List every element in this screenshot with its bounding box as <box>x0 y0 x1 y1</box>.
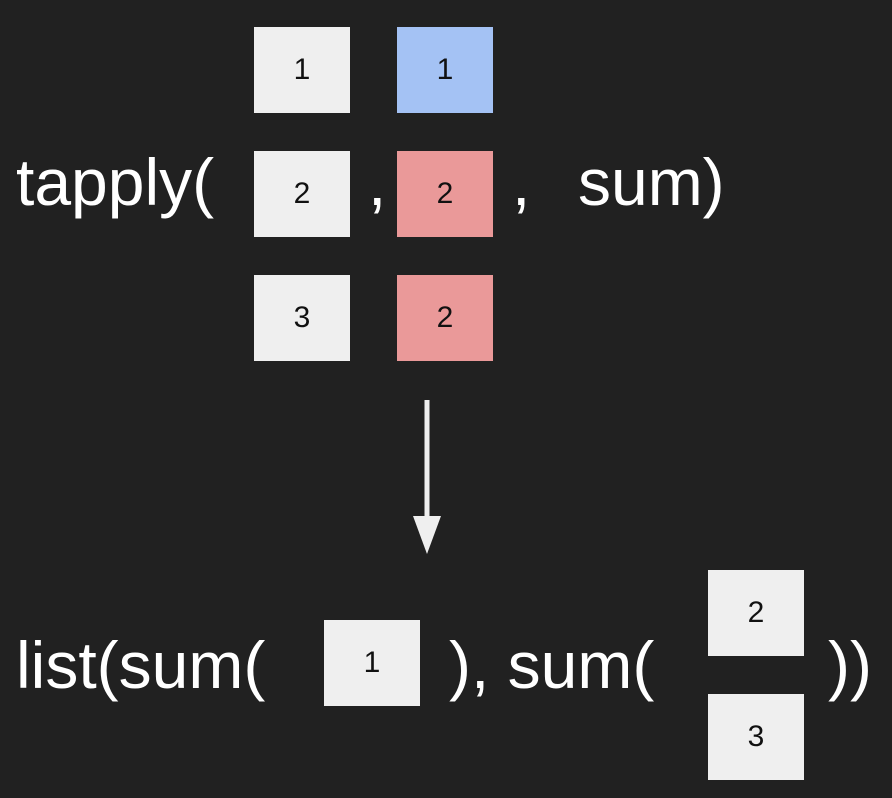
down-arrow-icon <box>413 400 441 554</box>
list-sum-suffix: )) <box>828 628 872 702</box>
group-1-cell-1: 1 <box>324 620 420 706</box>
argument-comma-2: , <box>512 145 531 219</box>
index-vector-cell-3: 2 <box>397 275 493 361</box>
tapply-prefix: tapply( <box>16 145 215 219</box>
function-argument: sum) <box>578 145 725 219</box>
index-vector-cell-2: 2 <box>397 151 493 237</box>
index-vector-cell-1: 1 <box>397 27 493 113</box>
x-vector-cell-3: 3 <box>254 275 350 361</box>
group-2-cell-1: 2 <box>708 570 804 656</box>
list-sum-middle: ), sum( <box>449 628 655 702</box>
x-vector-cell-1: 1 <box>254 27 350 113</box>
group-2-cell-2: 3 <box>708 694 804 780</box>
list-sum-prefix: list(sum( <box>16 628 266 702</box>
argument-comma-1: , <box>368 145 387 219</box>
x-vector-cell-2: 2 <box>254 151 350 237</box>
